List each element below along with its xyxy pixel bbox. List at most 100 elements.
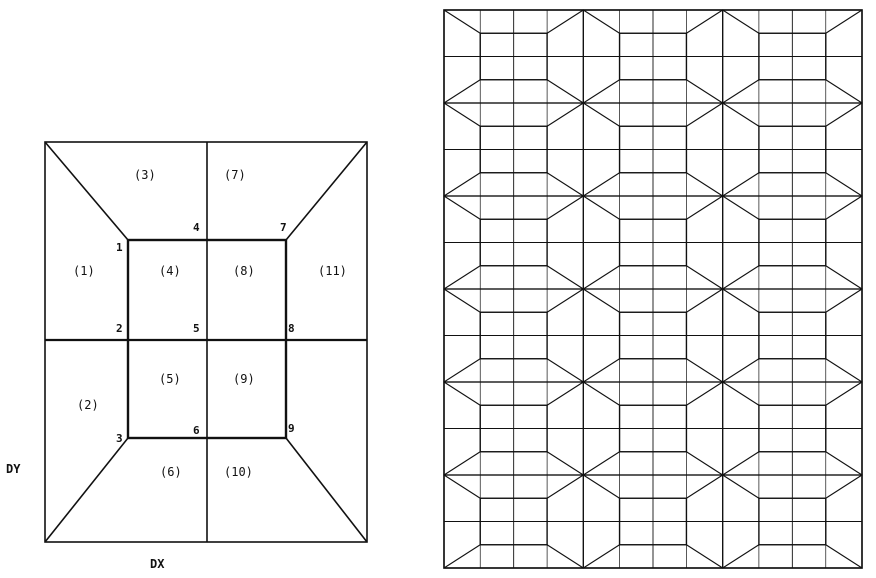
mesh-diagonal — [825, 102, 863, 127]
mesh-diagonal — [583, 9, 620, 34]
mesh-diagonal — [722, 102, 760, 127]
diagonal-top-right — [285, 141, 368, 241]
mesh-diagonal — [686, 79, 723, 104]
mesh-diagonal — [825, 79, 863, 104]
element-label-9: (9) — [233, 372, 255, 386]
mesh-diagonal — [443, 288, 481, 313]
mesh-diagonal — [722, 172, 760, 197]
mesh-diagonal — [443, 9, 481, 34]
element-label-6: (6) — [160, 465, 182, 479]
mesh-diagonal — [722, 474, 760, 499]
mesh-diagonal — [686, 288, 723, 313]
mesh-diagonal — [546, 451, 584, 476]
mesh-diagonal — [722, 288, 760, 313]
mesh-diagonal — [546, 544, 584, 569]
mesh-diagonal — [722, 358, 760, 383]
mesh-diagonal — [686, 172, 723, 197]
mesh-diagonal — [825, 451, 863, 476]
mesh-diagonal — [722, 79, 760, 104]
diagonal-bottom-right — [285, 437, 368, 543]
mesh-diagonal — [443, 172, 481, 197]
mesh-diagonal — [722, 265, 760, 290]
mesh-diagonal — [443, 265, 481, 290]
mesh-diagonal — [546, 381, 584, 406]
mesh-diagonal — [686, 102, 723, 127]
mesh-diagonal — [686, 9, 723, 34]
element-label-1: (1) — [73, 264, 95, 278]
element-label-7: (7) — [224, 168, 246, 182]
node-label-8: 8 — [288, 322, 295, 335]
mesh-diagonal — [443, 381, 481, 406]
mesh-diagonal — [686, 381, 723, 406]
mesh-diagonal — [722, 195, 760, 220]
mesh-diagonal — [722, 544, 760, 569]
node-label-3: 3 — [116, 432, 123, 445]
mesh-diagonal — [825, 9, 863, 34]
mesh-diagonal — [686, 544, 723, 569]
element-block-diagram — [44, 141, 368, 543]
outer-boundary — [44, 141, 368, 543]
mesh-diagonal — [825, 195, 863, 220]
element-label-8: (8) — [233, 264, 255, 278]
mesh-diagonal — [825, 172, 863, 197]
mesh-diagonal — [583, 381, 620, 406]
dy-label: DY — [6, 462, 21, 476]
mesh-diagonal — [443, 544, 481, 569]
mesh-diagonal — [825, 265, 863, 290]
mesh-diagonal — [686, 265, 723, 290]
mesh-diagonal — [443, 79, 481, 104]
mesh-diagonal — [583, 544, 620, 569]
mesh-diagonal — [546, 79, 584, 104]
mesh-diagonal — [443, 102, 481, 127]
diagonal-top-left — [44, 141, 129, 241]
mesh-diagonal — [583, 195, 620, 220]
node-label-1: 1 — [116, 241, 123, 254]
node-label-6: 6 — [193, 424, 200, 437]
mesh-diagonal — [583, 102, 620, 127]
mesh-diagonal — [546, 102, 584, 127]
mesh-diagonal — [825, 474, 863, 499]
mesh-diagonal — [722, 381, 760, 406]
mesh-diagonal — [583, 474, 620, 499]
mesh-diagonal — [443, 195, 481, 220]
mesh-diagonal — [583, 358, 620, 383]
mesh-diagonal — [583, 451, 620, 476]
mesh-diagonal — [546, 358, 584, 383]
element-label-11: (11) — [318, 264, 347, 278]
mesh-diagonal — [546, 288, 584, 313]
mesh-diagonal — [583, 79, 620, 104]
element-labels: (1) (2) (3) (4) (5) (6) (7) (8) (9) (10)… — [73, 168, 347, 479]
element-label-3: (3) — [134, 168, 156, 182]
mesh-diagonal — [443, 474, 481, 499]
node-label-4: 4 — [193, 221, 200, 234]
mesh-diagonal — [686, 474, 723, 499]
mesh-diagonal — [443, 451, 481, 476]
node-label-2: 2 — [116, 322, 123, 335]
mesh-diagonal — [546, 195, 584, 220]
mesh-diagonal — [722, 451, 760, 476]
mesh-diagonal — [686, 358, 723, 383]
element-label-5: (5) — [159, 372, 181, 386]
repeated-element-mesh — [443, 9, 863, 569]
mesh-diagonal — [583, 288, 620, 313]
mesh-diagonal — [686, 195, 723, 220]
diagonal-bottom-left — [44, 437, 129, 543]
node-labels: 1 2 3 4 5 6 7 8 9 — [116, 221, 295, 445]
mesh-diagonal — [546, 474, 584, 499]
mesh-diagonal — [722, 9, 760, 34]
element-label-4: (4) — [159, 264, 181, 278]
node-label-7: 7 — [280, 221, 287, 234]
node-label-9: 9 — [288, 422, 295, 435]
dx-label: DX — [150, 557, 165, 571]
mesh-diagonal — [825, 544, 863, 569]
node-label-5: 5 — [193, 322, 200, 335]
mesh-diagonal — [583, 172, 620, 197]
mesh-diagonal — [825, 381, 863, 406]
mesh-diagonal — [546, 172, 584, 197]
mesh-diagonal — [825, 288, 863, 313]
mesh-diagonal — [546, 265, 584, 290]
element-label-2: (2) — [77, 398, 99, 412]
element-label-10: (10) — [224, 465, 253, 479]
mesh-diagonal — [546, 9, 584, 34]
